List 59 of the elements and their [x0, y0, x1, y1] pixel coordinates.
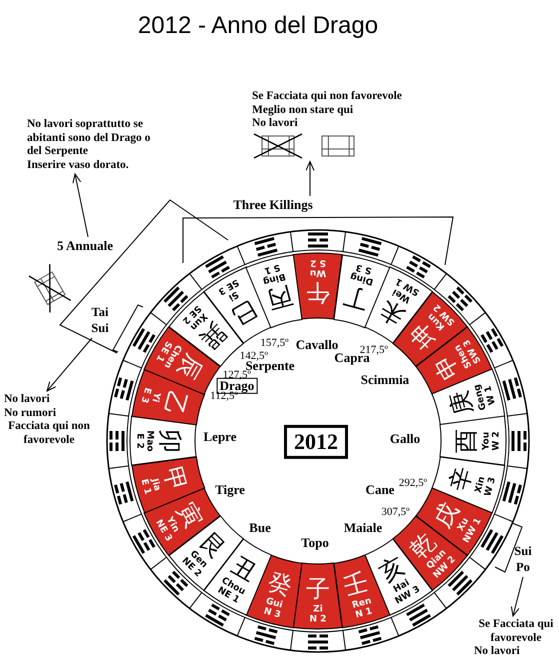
degree-label: 142,5º: [240, 350, 268, 362]
zodiac-label: Bue: [249, 520, 271, 536]
zodiac-label: Maiale: [344, 520, 382, 536]
arrow: [46, 338, 92, 392]
arrow: [510, 576, 524, 616]
zodiac-label: Gallo: [390, 432, 420, 446]
note-text: No lavori: [474, 645, 520, 658]
annotation-label: Sui Po: [508, 543, 538, 575]
chinese-character: 卯: [158, 428, 182, 453]
note-text: No lavori soprattutto se abitanti sono del Drago o del Serpente: [27, 118, 151, 158]
direction-label: N 1: [355, 608, 374, 621]
direction-label: E 1: [138, 478, 151, 496]
title: 2012 - Anno del Drago: [136, 12, 380, 40]
direction-label: S 3: [356, 261, 374, 274]
note-text: No lavori: [4, 393, 50, 406]
note-text: Inserire vaso dorato.: [27, 158, 129, 172]
annotation-label: Tai Sui: [85, 304, 115, 336]
direction-label: E 3: [138, 386, 151, 404]
direction-label: S 1: [262, 261, 280, 274]
note-text: Se Facciata qui favorevole: [478, 618, 554, 645]
note-text: Meglio non stare qui: [252, 104, 354, 117]
zodiac-label: Topo: [301, 536, 329, 550]
chinese-character: 午: [306, 281, 330, 305]
zodiac-label: Tigre: [215, 482, 245, 498]
degree-label: 292,5º: [398, 476, 428, 490]
chinese-character: 庚: [446, 388, 476, 418]
pinyin-label: Wu: [310, 268, 326, 276]
direction-label: E 2: [134, 433, 143, 449]
direction-label: S 2: [310, 257, 326, 266]
degree-label: 307,5º: [381, 506, 410, 518]
degree-label: 217,5º: [360, 344, 388, 356]
annotation-label: Three Killings: [233, 198, 313, 212]
chinese-character: 壬: [342, 569, 371, 599]
note-text: Facciata qui non favorevole: [7, 420, 91, 447]
chinese-character: 乙: [160, 388, 190, 418]
direction-label: W 3: [484, 476, 498, 498]
zodiac-label: Cane: [366, 482, 394, 498]
zodiac-label: Lepre: [204, 430, 236, 444]
annotation-label: 5 Annuale: [57, 238, 113, 254]
zodiac-label: Cavallo: [296, 338, 338, 352]
direction-label: W 2: [492, 431, 502, 451]
pinyin-label: You: [482, 432, 492, 450]
note-text: No rumori: [4, 406, 56, 420]
chinese-character: 癸: [264, 569, 294, 599]
direction-label: N 2: [310, 616, 326, 625]
note-text: Se Facciata qui non favorevole: [252, 90, 402, 104]
pinyin-label: Mao: [144, 430, 154, 452]
arrow: [306, 161, 314, 196]
boxed-label: 2012: [284, 424, 348, 460]
arrow: [72, 174, 88, 238]
chinese-character: 丙: [264, 283, 294, 313]
chinese-character: 甲: [160, 464, 190, 494]
zodiac-label: Scimmia: [360, 372, 410, 388]
chinese-character: 酉: [454, 428, 478, 453]
direction-label: N 3: [262, 608, 281, 621]
chinese-character: 子: [306, 576, 330, 601]
note-text: No lavori: [252, 117, 298, 130]
degree-label: 157,5º: [260, 336, 289, 349]
pinyin-label: Zi: [313, 605, 323, 614]
